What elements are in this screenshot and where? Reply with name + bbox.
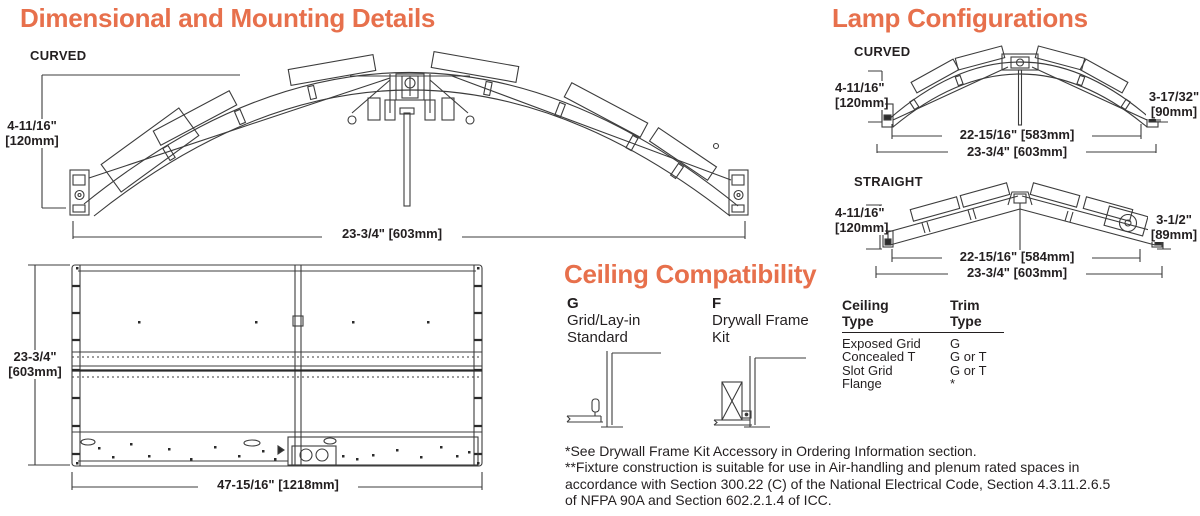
lamp-curved-outer-width: 23-3/4" [603mm] xyxy=(948,144,1086,160)
lamp-straight-inner-width: 22-15/16" [584mm] xyxy=(942,249,1092,265)
grid-lay-in-diagram xyxy=(566,351,661,428)
plan-height-dimension: 23-3/4" [603mm] xyxy=(4,349,66,379)
front-width-dimension: 23-3/4" [603mm] xyxy=(322,226,462,242)
lamp-curved-inner-width: 22-15/16" [583mm] xyxy=(942,127,1092,143)
lamp-straight-left-dimension: 4-11/16" [120mm] xyxy=(833,205,889,235)
plan-width-dimension: 47-15/16" [1218mm] xyxy=(198,477,358,493)
lamp-title: Lamp Configurations xyxy=(832,3,1088,33)
ceiling-title: Ceiling Compatibility xyxy=(564,259,817,289)
footnote-line: of NFPA 90A and Section 602.2.1.4 of ICC… xyxy=(565,491,832,508)
fixture-plan-drawing xyxy=(28,264,483,490)
ceiling-type-header: Ceiling Type xyxy=(842,297,889,329)
footnotes: *See Drywall Frame Kit Accessory in Orde… xyxy=(565,443,1110,508)
lamp-straight-right-dimension: 3-1/2" [89mm] xyxy=(1148,212,1200,242)
footnote-line: *See Drywall Frame Kit Accessory in Orde… xyxy=(565,443,977,459)
trim-type-g: G Grid/Lay-in Standard xyxy=(567,295,641,346)
footnote-line: accordance with Section 300.22 (C) of th… xyxy=(565,475,1111,492)
lamp-curved-left-dimension: 4-11/16" [120mm] xyxy=(833,80,889,110)
curved-fixture-front-drawing xyxy=(41,51,749,239)
front-height-dimension: 4-11/16" [120mm] xyxy=(1,118,63,148)
lamp-straight-drawing xyxy=(866,182,1171,278)
table-row: Flange* xyxy=(842,376,956,392)
footnote-line: **Fixture construction is suitable for u… xyxy=(565,459,1080,476)
trim-type-f: F Drywall Frame Kit xyxy=(712,295,809,346)
lamp-straight-outer-width: 23-3/4" [603mm] xyxy=(948,265,1086,281)
lamp-curved-right-dimension: 3-17/32" [90mm] xyxy=(1146,89,1200,119)
drywall-frame-kit-diagram xyxy=(713,356,806,428)
lamp-curved-label: CURVED xyxy=(854,44,911,59)
table-header-row: Ceiling Type Trim Type xyxy=(842,297,1004,333)
lamp-straight-label: STRAIGHT xyxy=(854,174,923,189)
trim-type-header: Trim Type xyxy=(950,297,982,329)
dimensional-title: Dimensional and Mounting Details xyxy=(20,3,436,33)
curved-front-label: CURVED xyxy=(30,48,87,63)
